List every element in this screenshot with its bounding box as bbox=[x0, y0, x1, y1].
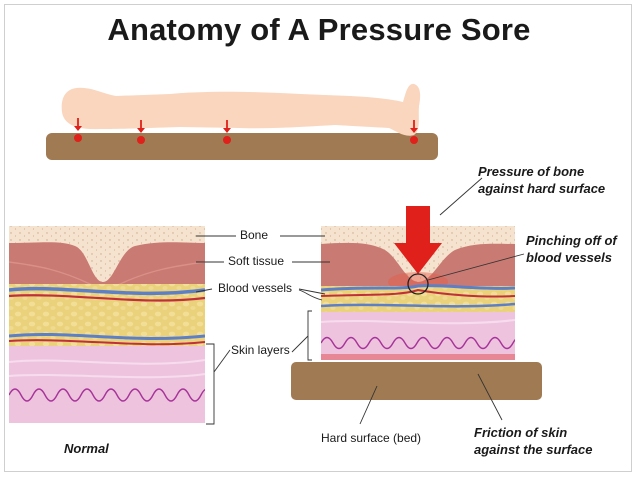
bed-top bbox=[46, 133, 438, 160]
pinched-blood-vessel-red bbox=[321, 288, 515, 298]
label-pressure-line1: Pressure of bone bbox=[478, 164, 585, 179]
label-normal: Normal bbox=[64, 441, 109, 456]
blood-vessel-red bbox=[9, 294, 205, 302]
pressure-point-icon bbox=[74, 118, 418, 144]
pinched-blood-vessel-blue bbox=[321, 284, 515, 292]
label-bone: Bone bbox=[240, 228, 269, 242]
skin-wavy-border-compressed bbox=[321, 336, 515, 350]
skin-wavy-border bbox=[9, 388, 205, 402]
page-title: Anatomy of A Pressure Sore bbox=[107, 12, 531, 47]
lying-body-scene bbox=[46, 83, 438, 160]
label-pressure-line2: against hard surface bbox=[478, 181, 606, 196]
pressure-arrow-icon bbox=[394, 206, 442, 274]
label-hard-surface: Hard surface (bed) bbox=[321, 431, 422, 445]
label-soft-tissue: Soft tissue bbox=[228, 254, 285, 268]
blood-vessel-blue bbox=[9, 286, 205, 296]
skin-layer bbox=[9, 346, 205, 423]
label-pinching-line2: blood vessels bbox=[526, 250, 612, 265]
soft-tissue-layer-compressed bbox=[321, 242, 515, 292]
pinch-point-circle bbox=[407, 273, 429, 295]
leader-lines bbox=[195, 177, 525, 425]
hard-surface-bed bbox=[291, 362, 542, 400]
lying-body bbox=[61, 83, 421, 136]
soft-tissue-layer bbox=[9, 242, 205, 290]
normal-tissue-section bbox=[9, 226, 205, 423]
label-friction-line1: Friction of skin bbox=[474, 425, 568, 440]
label-blood-vessels: Blood vessels bbox=[218, 281, 293, 295]
label-friction-line2: against the surface bbox=[474, 442, 593, 457]
skin-layer-compressed bbox=[321, 312, 515, 360]
label-pinching-line1: Pinching off of bbox=[526, 233, 617, 248]
diagram-frame bbox=[4, 4, 632, 472]
label-skin-layers: Skin layers bbox=[231, 343, 290, 357]
